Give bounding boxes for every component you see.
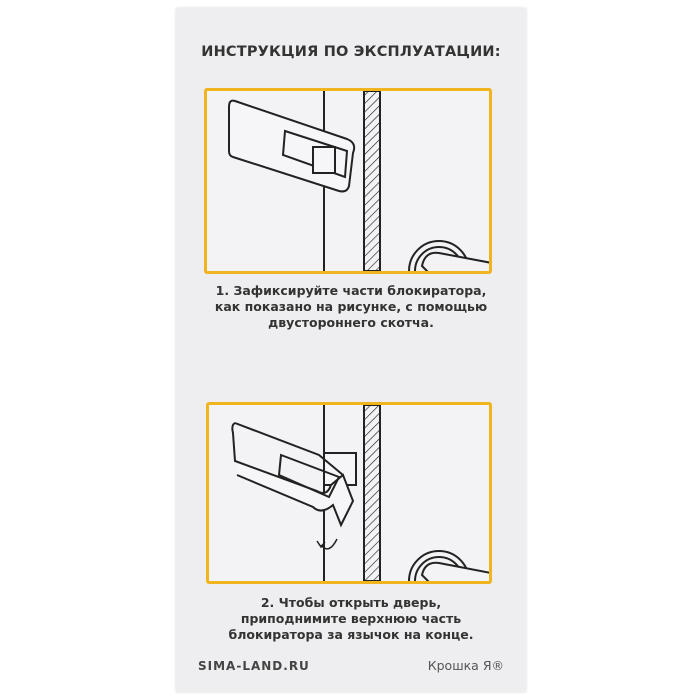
illustration-step-2 bbox=[206, 402, 492, 584]
lock-open-illustration bbox=[231, 405, 489, 581]
step-1-line: двустороннего скотча. bbox=[268, 315, 434, 330]
step-2-line: блокиратора за язычок на конце. bbox=[228, 627, 474, 642]
step-1-text: 1. Зафиксируйте части блокиратора, как п… bbox=[176, 283, 526, 331]
step-1-line: как показано на рисунке, с помощью bbox=[214, 299, 488, 314]
step-2-text: 2. Чтобы открыть дверь, приподнимите вер… bbox=[176, 595, 526, 643]
illustration-step-1 bbox=[204, 88, 492, 274]
site-url: SIMA-LAND.RU bbox=[198, 659, 310, 673]
lock-closed-illustration bbox=[228, 91, 489, 271]
step-1-line: 1. Зафиксируйте части блокиратора, bbox=[215, 283, 487, 298]
instruction-sheet: ИНСТРУКЦИЯ ПО ЭКСПЛУАТАЦИИ: 1. Зафиксиру… bbox=[176, 8, 526, 692]
brand-name: Крошка Я® bbox=[427, 658, 504, 673]
step-2-line: 2. Чтобы открыть дверь, bbox=[260, 595, 442, 610]
step-2-line: приподнимите верхнюю часть bbox=[240, 611, 462, 626]
page-title: ИНСТРУКЦИЯ ПО ЭКСПЛУАТАЦИИ: bbox=[201, 44, 501, 60]
